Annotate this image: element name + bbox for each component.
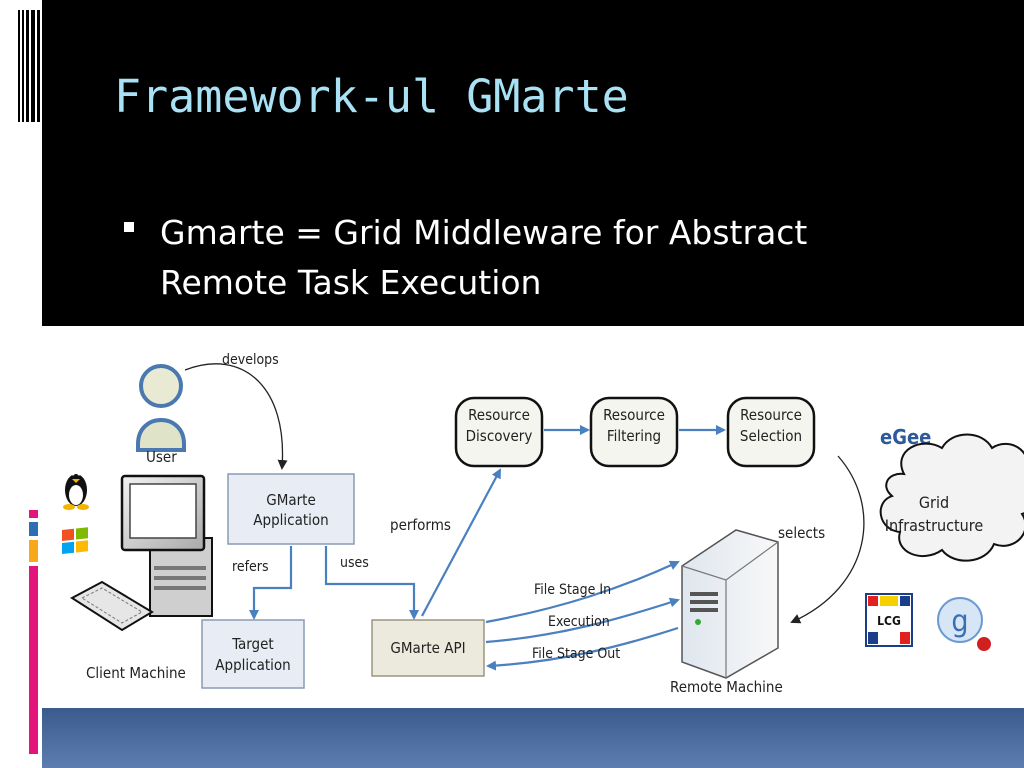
refers-label: refers xyxy=(232,559,269,575)
file-stage-out-arrow xyxy=(486,626,679,671)
grid-label-line2: Infrastructure xyxy=(885,516,984,535)
performs-arrow xyxy=(421,468,501,617)
square-bullet-icon xyxy=(124,222,134,232)
g-grid-logo: g xyxy=(937,597,991,651)
grid-label-line1: Grid xyxy=(919,493,949,512)
gmarte-api-label: GMarte API xyxy=(390,639,465,657)
accent-bar-blue xyxy=(29,522,38,536)
target-application-node xyxy=(201,619,305,689)
gmarte-application-node xyxy=(227,473,355,545)
accent-bar-pink-small xyxy=(29,510,38,518)
svg-text:g: g xyxy=(951,604,968,639)
refers-arrow xyxy=(249,546,293,620)
selects-label: selects xyxy=(778,524,825,542)
resource-filtering-line1: Resource xyxy=(603,406,665,424)
gmarte-application-line2: Application xyxy=(253,511,328,529)
resource-selection-line1: Resource xyxy=(740,406,802,424)
slide-title: Framework-ul GMarte xyxy=(114,70,629,123)
bullet-text: Gmarte = Grid Middleware for Abstract Re… xyxy=(160,213,808,302)
target-application-line1: Target xyxy=(231,635,273,653)
svg-text:LCG: LCG xyxy=(877,614,901,628)
gmarte-api-node xyxy=(371,619,485,677)
left-strip xyxy=(0,0,42,768)
architecture-diagram: User develops xyxy=(42,326,1024,708)
footer-band xyxy=(42,708,1024,768)
resource-discovery-line2: Discovery xyxy=(466,427,533,445)
resource-selection-line2: Selection xyxy=(740,427,802,445)
selects-arrow xyxy=(790,455,865,624)
grid-infrastructure-cloud xyxy=(879,433,1024,562)
uses-label: uses xyxy=(340,555,369,571)
performs-label: performs xyxy=(390,516,451,534)
client-machine-icon xyxy=(70,474,213,632)
gmarte-application-line1: GMarte xyxy=(266,491,316,509)
user-icon xyxy=(136,364,186,452)
windows-logo-icon xyxy=(62,527,88,554)
linux-penguin-icon xyxy=(63,472,89,510)
file-stage-in-arrow xyxy=(485,560,680,624)
file-stage-in-label: File Stage In xyxy=(534,582,611,598)
resource-discovery-line1: Resource xyxy=(468,406,530,424)
resource-filtering-node xyxy=(589,396,679,468)
accent-bar-pink xyxy=(29,566,38,754)
resource-filtering-line2: Filtering xyxy=(607,427,661,445)
client-machine-label: Client Machine xyxy=(86,664,186,682)
execution-arrow xyxy=(485,597,680,644)
remote-machine-server-icon xyxy=(681,529,779,679)
accent-bar-orange xyxy=(29,540,38,562)
stripe-logo xyxy=(18,10,40,122)
resource-discovery-node xyxy=(454,396,544,468)
lcg-logo: LCG xyxy=(865,593,913,647)
develops-label: develops xyxy=(222,352,279,368)
develops-arrow xyxy=(184,363,288,470)
remote-machine-label: Remote Machine xyxy=(670,678,783,696)
user-label: User xyxy=(146,448,177,466)
uses-arrow xyxy=(324,546,419,620)
file-stage-out-label: File Stage Out xyxy=(532,646,620,662)
execution-label: Execution xyxy=(548,614,610,630)
target-application-line2: Application xyxy=(215,656,290,674)
resource-selection-node xyxy=(726,396,816,468)
